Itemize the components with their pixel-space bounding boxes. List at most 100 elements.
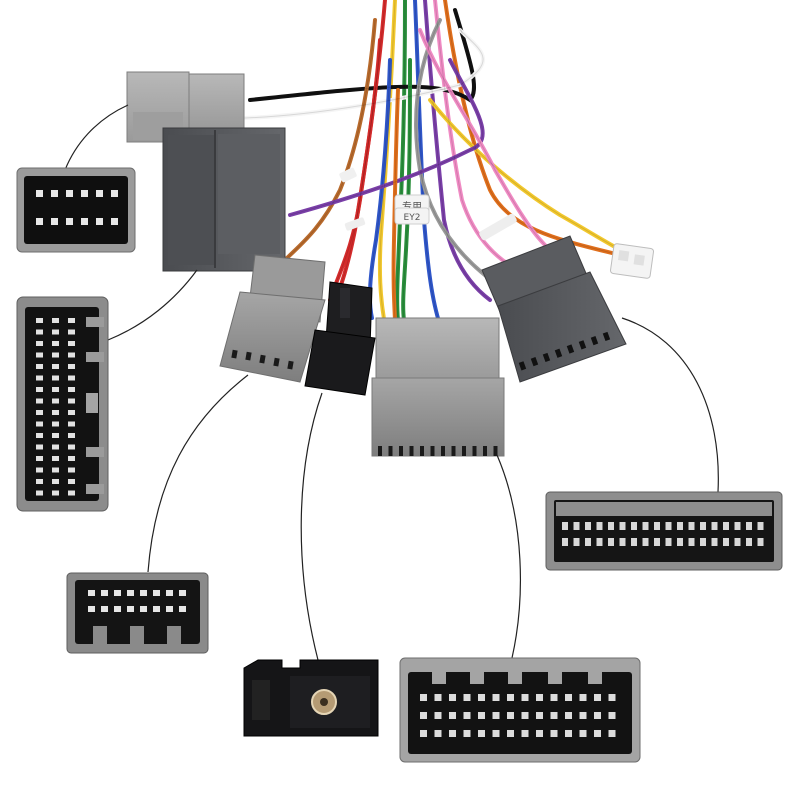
pin-slot: [36, 467, 43, 473]
pin-slot: [631, 522, 637, 530]
wire: [377, 0, 397, 332]
pin-slot: [478, 730, 485, 737]
pin: [483, 446, 487, 456]
pin-slot: [596, 538, 603, 546]
pin-slot: [521, 712, 529, 719]
pin-slot: [642, 538, 649, 546]
pin-slot: [507, 694, 514, 701]
pin-slot: [68, 490, 75, 496]
connector-center-gray: [371, 317, 505, 457]
pin-slot: [700, 538, 706, 546]
pin: [578, 340, 587, 350]
pin-slot: [665, 538, 672, 546]
pin-slot: [68, 444, 75, 450]
pin-slot: [420, 712, 427, 719]
wire: [288, 58, 485, 217]
pin-slot: [52, 318, 59, 323]
wire-shade: [249, 9, 475, 101]
pin: [472, 446, 477, 456]
pin: [441, 446, 445, 456]
detail-connector-face-2: [16, 296, 109, 512]
pin-slot: [688, 538, 695, 546]
pin-slot: [36, 479, 43, 484]
pin-slot: [66, 218, 73, 225]
pin-slot: [36, 318, 43, 323]
pin: [378, 446, 382, 456]
pin-slot: [36, 421, 43, 427]
pin-slot: [562, 538, 568, 546]
pin-slot: [434, 712, 442, 719]
pin-slot: [96, 190, 103, 197]
connector-mid-gray: [219, 254, 326, 383]
pin: [530, 357, 539, 367]
pin-slot: [52, 329, 59, 335]
pin-slot: [550, 694, 558, 701]
pin-slot: [66, 190, 73, 197]
pin-slot: [166, 590, 173, 596]
pin-slot: [51, 190, 58, 197]
connector-white-plug: [609, 243, 655, 279]
wire: [248, 8, 477, 103]
pin-slot: [179, 606, 186, 612]
pin-slot: [711, 538, 718, 546]
pin-slot: [723, 522, 729, 530]
pin-slot: [140, 590, 147, 596]
pin-slot: [677, 538, 683, 546]
pin-slot: [166, 606, 173, 612]
wire: [333, 38, 382, 302]
pin: [451, 446, 456, 456]
wire: [423, 0, 492, 302]
pin-slot: [111, 190, 118, 197]
pin-slot: [654, 522, 660, 530]
pin-slot: [594, 712, 601, 719]
pin-slot: [68, 421, 75, 427]
wire: [243, 28, 486, 120]
pin: [542, 352, 551, 363]
pin-slot: [52, 467, 59, 473]
pin-slot: [68, 318, 75, 323]
pin: [462, 446, 466, 456]
callout-line-1: [64, 104, 129, 171]
pin-slot: [36, 398, 43, 404]
pin-slot: [507, 730, 514, 737]
pin-slot: [608, 538, 614, 546]
pin-slot: [68, 479, 75, 484]
pin: [518, 361, 527, 371]
pin-slot: [521, 730, 529, 737]
pin-slot: [746, 522, 752, 530]
pin-slot: [36, 218, 43, 225]
pin-slot: [757, 522, 764, 530]
pin-slot: [596, 522, 603, 530]
wire-shade: [434, 0, 521, 271]
pin-slot: [536, 694, 543, 701]
pin-slot: [36, 456, 43, 461]
pin-slot: [585, 538, 591, 546]
pin-slot: [52, 398, 59, 404]
pin: [590, 336, 599, 346]
pin-slot: [631, 538, 637, 546]
pin-slot: [757, 538, 764, 546]
pin-slot: [114, 590, 121, 596]
pin-slot: [449, 730, 456, 737]
pin-slot: [734, 538, 741, 546]
pin-slot: [463, 712, 471, 719]
cable-tie: [339, 167, 357, 183]
pin-slot: [36, 341, 43, 346]
pin-slot: [746, 538, 752, 546]
pin: [554, 348, 563, 358]
pin: [566, 344, 575, 354]
wire-shade: [334, 39, 381, 301]
pin-slot: [478, 694, 485, 701]
pin-slot: [36, 433, 43, 438]
pin-slot: [52, 364, 59, 369]
callout-line-4: [300, 392, 323, 661]
pin-slot: [36, 375, 43, 381]
callout-line-3: [147, 374, 249, 573]
pin-slot: [52, 421, 59, 427]
pin-slot: [463, 694, 471, 701]
pin-slot: [68, 433, 75, 438]
pin-slot: [449, 712, 456, 719]
pin-slot: [52, 490, 59, 496]
pin-slot: [734, 522, 741, 530]
callout-line-5: [496, 454, 521, 659]
